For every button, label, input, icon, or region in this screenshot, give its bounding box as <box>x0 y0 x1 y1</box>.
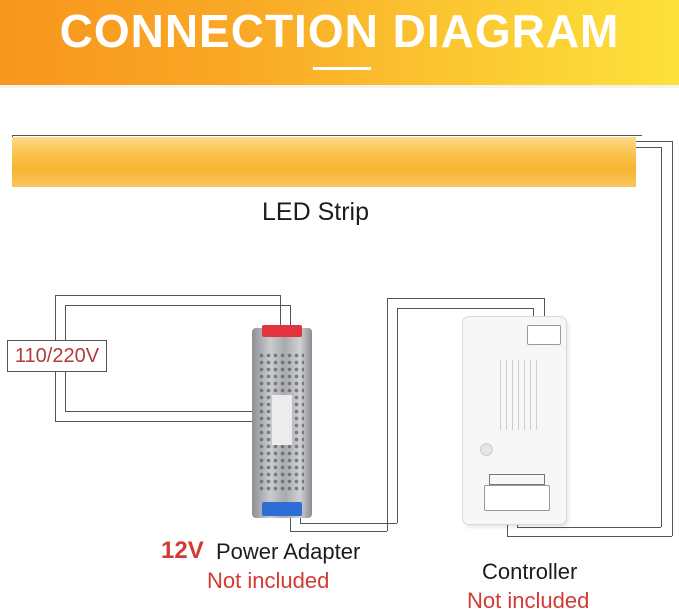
wire-ctrl-in-a <box>544 298 545 325</box>
power-adapter-voltage: 12V <box>161 537 204 564</box>
controller-input-terminal <box>527 325 561 345</box>
wire-mains-up-a <box>55 295 56 340</box>
controller-note: Not included <box>467 588 590 613</box>
wire-psu-in-b <box>290 305 291 325</box>
wire-strip-top-1 <box>12 135 642 136</box>
mains-voltage-box: 110/220V <box>7 340 107 372</box>
wire-strip-left-stub <box>12 135 13 137</box>
wire-right-b <box>661 147 662 527</box>
wire-psu-bottom-b <box>300 523 397 524</box>
wire-ctrl-top-b <box>397 308 533 309</box>
wire-psu-in-a <box>280 295 281 325</box>
wire-strip-right-a <box>636 141 672 142</box>
wire-mains-down-b <box>65 371 66 411</box>
controller-label-print <box>500 360 540 430</box>
wire-mains-top-a <box>55 295 280 296</box>
wire-mid-up-b <box>397 308 398 523</box>
psu-label-sticker <box>272 395 292 445</box>
psu-output-terminal <box>262 502 302 516</box>
title-banner <box>0 0 679 85</box>
power-adapter-note: Not included <box>207 568 330 593</box>
wire-mains-top-b <box>65 305 290 306</box>
wire-ctrl-in-b <box>533 308 534 325</box>
wire-mains-bot-a <box>55 421 252 422</box>
controller-output-terminal <box>484 485 550 511</box>
power-adapter-label: Power Adapter <box>216 539 361 564</box>
diagram-title: CONNECTION DIAGRAM <box>59 5 620 57</box>
wire-mains-down-a <box>55 371 56 421</box>
psu-input-terminal <box>262 325 302 337</box>
controller-button <box>480 443 493 456</box>
wire-bottom-a <box>507 536 672 537</box>
wire-bottom-b <box>517 527 661 528</box>
wire-strip-right-b <box>636 147 661 148</box>
wire-psu-out-b <box>300 516 301 523</box>
wire-psu-out-a <box>290 516 291 531</box>
led-strip-image <box>12 137 636 187</box>
title-underline <box>313 67 371 70</box>
wire-mains-up-b <box>65 305 66 340</box>
wire-ctrl-top-a <box>387 298 544 299</box>
banner-divider <box>0 85 679 88</box>
wire-psu-bottom-a <box>290 531 387 532</box>
led-strip-label: LED Strip <box>262 198 369 226</box>
controller-output-marking <box>489 474 545 485</box>
wire-mains-bot-b <box>65 411 252 412</box>
wire-right-a <box>672 141 673 536</box>
controller-label: Controller <box>482 559 578 584</box>
wire-mid-up-a <box>387 298 388 531</box>
